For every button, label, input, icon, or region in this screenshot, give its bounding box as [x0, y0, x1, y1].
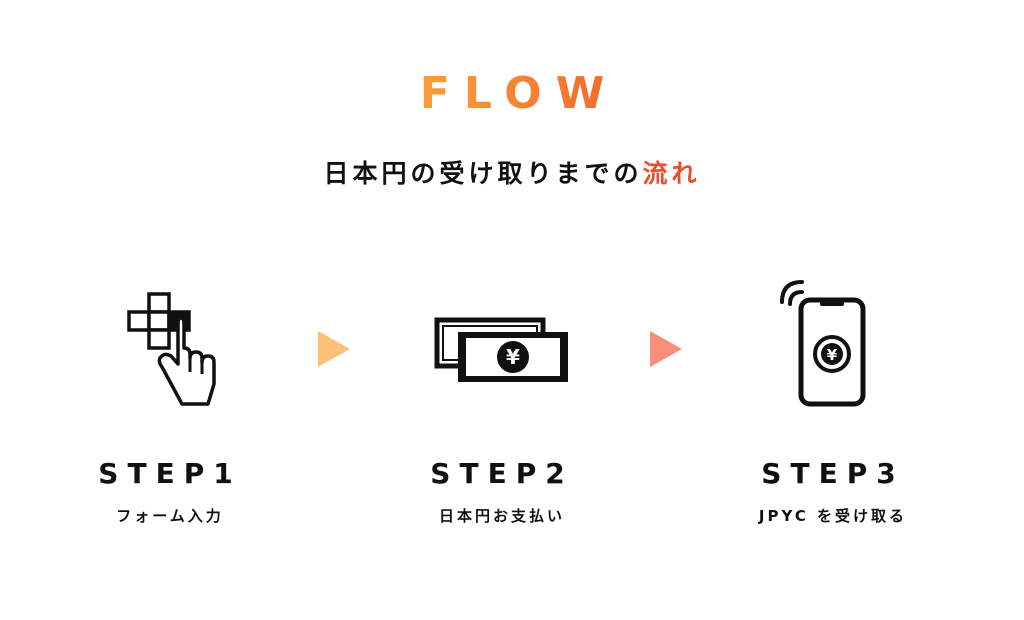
- flow-subtitle: 日本円の受け取りまでの流れ: [0, 156, 1024, 192]
- subtitle-main: 日本円の受け取りまでの: [323, 159, 643, 188]
- banknote-yen-symbol: ¥: [506, 345, 520, 369]
- subtitle-accent: 流れ: [642, 159, 701, 188]
- next-arrow-2: [650, 331, 682, 367]
- smartphone-yen-icon: ¥: [752, 272, 912, 422]
- step-3-description: JPYC を受け取る: [758, 507, 908, 525]
- step-1-description: フォーム入力: [116, 507, 224, 525]
- phone-yen-symbol: ¥: [827, 346, 838, 364]
- step-2-description: 日本円お支払い: [438, 507, 565, 525]
- flow-title: FLOW: [0, 66, 1024, 122]
- next-arrow-1: [318, 331, 350, 367]
- yen-banknotes-icon: ¥: [432, 272, 592, 422]
- step-1-label: STEP1: [98, 457, 242, 490]
- step-2-label: STEP2: [430, 457, 574, 490]
- step-3-label: STEP3: [761, 457, 905, 490]
- hand-pointer-grid-icon: [90, 272, 250, 422]
